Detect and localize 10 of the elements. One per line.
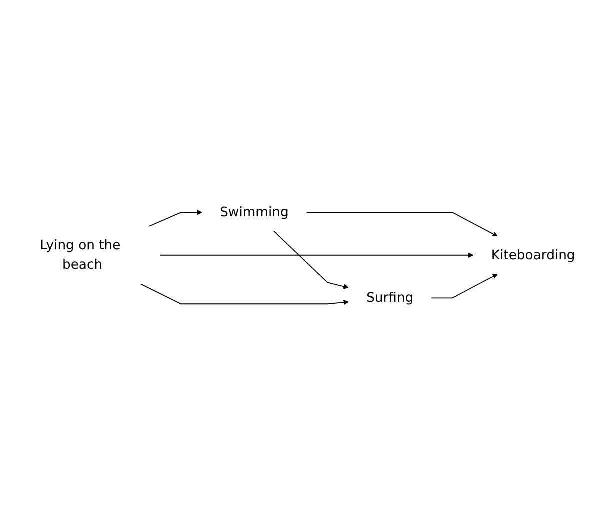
arrow bbox=[431, 274, 498, 298]
node-text: Swimming bbox=[220, 204, 289, 220]
node-text: Surfing bbox=[366, 290, 414, 306]
arrow bbox=[274, 230, 349, 289]
arrow bbox=[306, 212, 498, 236]
node-text: Kiteboarding bbox=[491, 248, 576, 262]
arrow bbox=[140, 283, 349, 305]
node-text: Lying on the beach bbox=[40, 238, 121, 272]
arrow bbox=[148, 210, 202, 227]
arrow bbox=[160, 252, 474, 258]
